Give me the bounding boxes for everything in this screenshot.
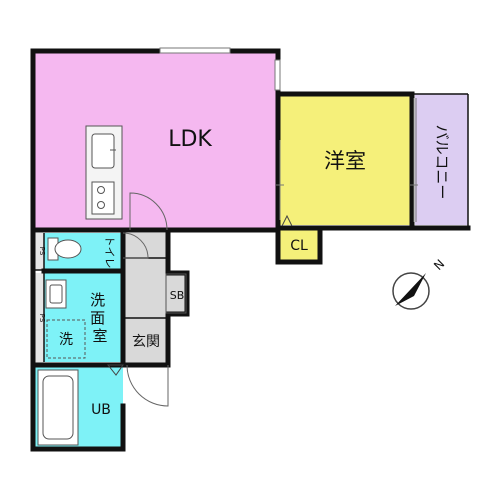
kitchen-counter [85, 125, 123, 220]
stove-icon [91, 181, 115, 215]
kitchen-sink-icon [91, 133, 115, 169]
ldk-windows [159, 47, 281, 91]
ps-upper-area [35, 233, 44, 270]
western-room-area [278, 94, 412, 225]
door-swings [106, 192, 169, 407]
north-arrow-icon: N [392, 257, 447, 310]
ldk-area [33, 51, 278, 230]
western-room-label: 洋室 [324, 149, 366, 173]
bath-label: UB [91, 402, 111, 418]
ldk-label: LDK [168, 127, 212, 152]
toilet-icon [47, 237, 82, 261]
balcony-label: バルコニー [433, 125, 451, 200]
washer-space [46, 319, 86, 359]
washer-label: 洗 [59, 332, 73, 348]
ps-upper-label: PS [38, 247, 46, 256]
toilet-label: トイレ [103, 236, 116, 269]
washroom-label: 洗 面 室 [90, 291, 110, 345]
svg-text:N: N [431, 257, 447, 273]
closet-label: CL [290, 238, 308, 254]
balcony-area [415, 94, 468, 225]
ps-lower-label: PS [38, 314, 46, 323]
bathtub-icon [37, 369, 79, 446]
western-room-door [276, 140, 284, 220]
shoe-box-label: SB [170, 289, 185, 302]
entrance-area [123, 233, 168, 365]
shoe-box [165, 273, 187, 314]
balcony-door [410, 98, 418, 222]
closet-door-marker [281, 214, 293, 227]
entrance-label: 玄関 [132, 333, 160, 350]
shoe-box-area [166, 273, 187, 314]
washbasin-icon [45, 279, 67, 309]
closet-area [278, 228, 319, 261]
ps-lower-area [35, 273, 44, 363]
